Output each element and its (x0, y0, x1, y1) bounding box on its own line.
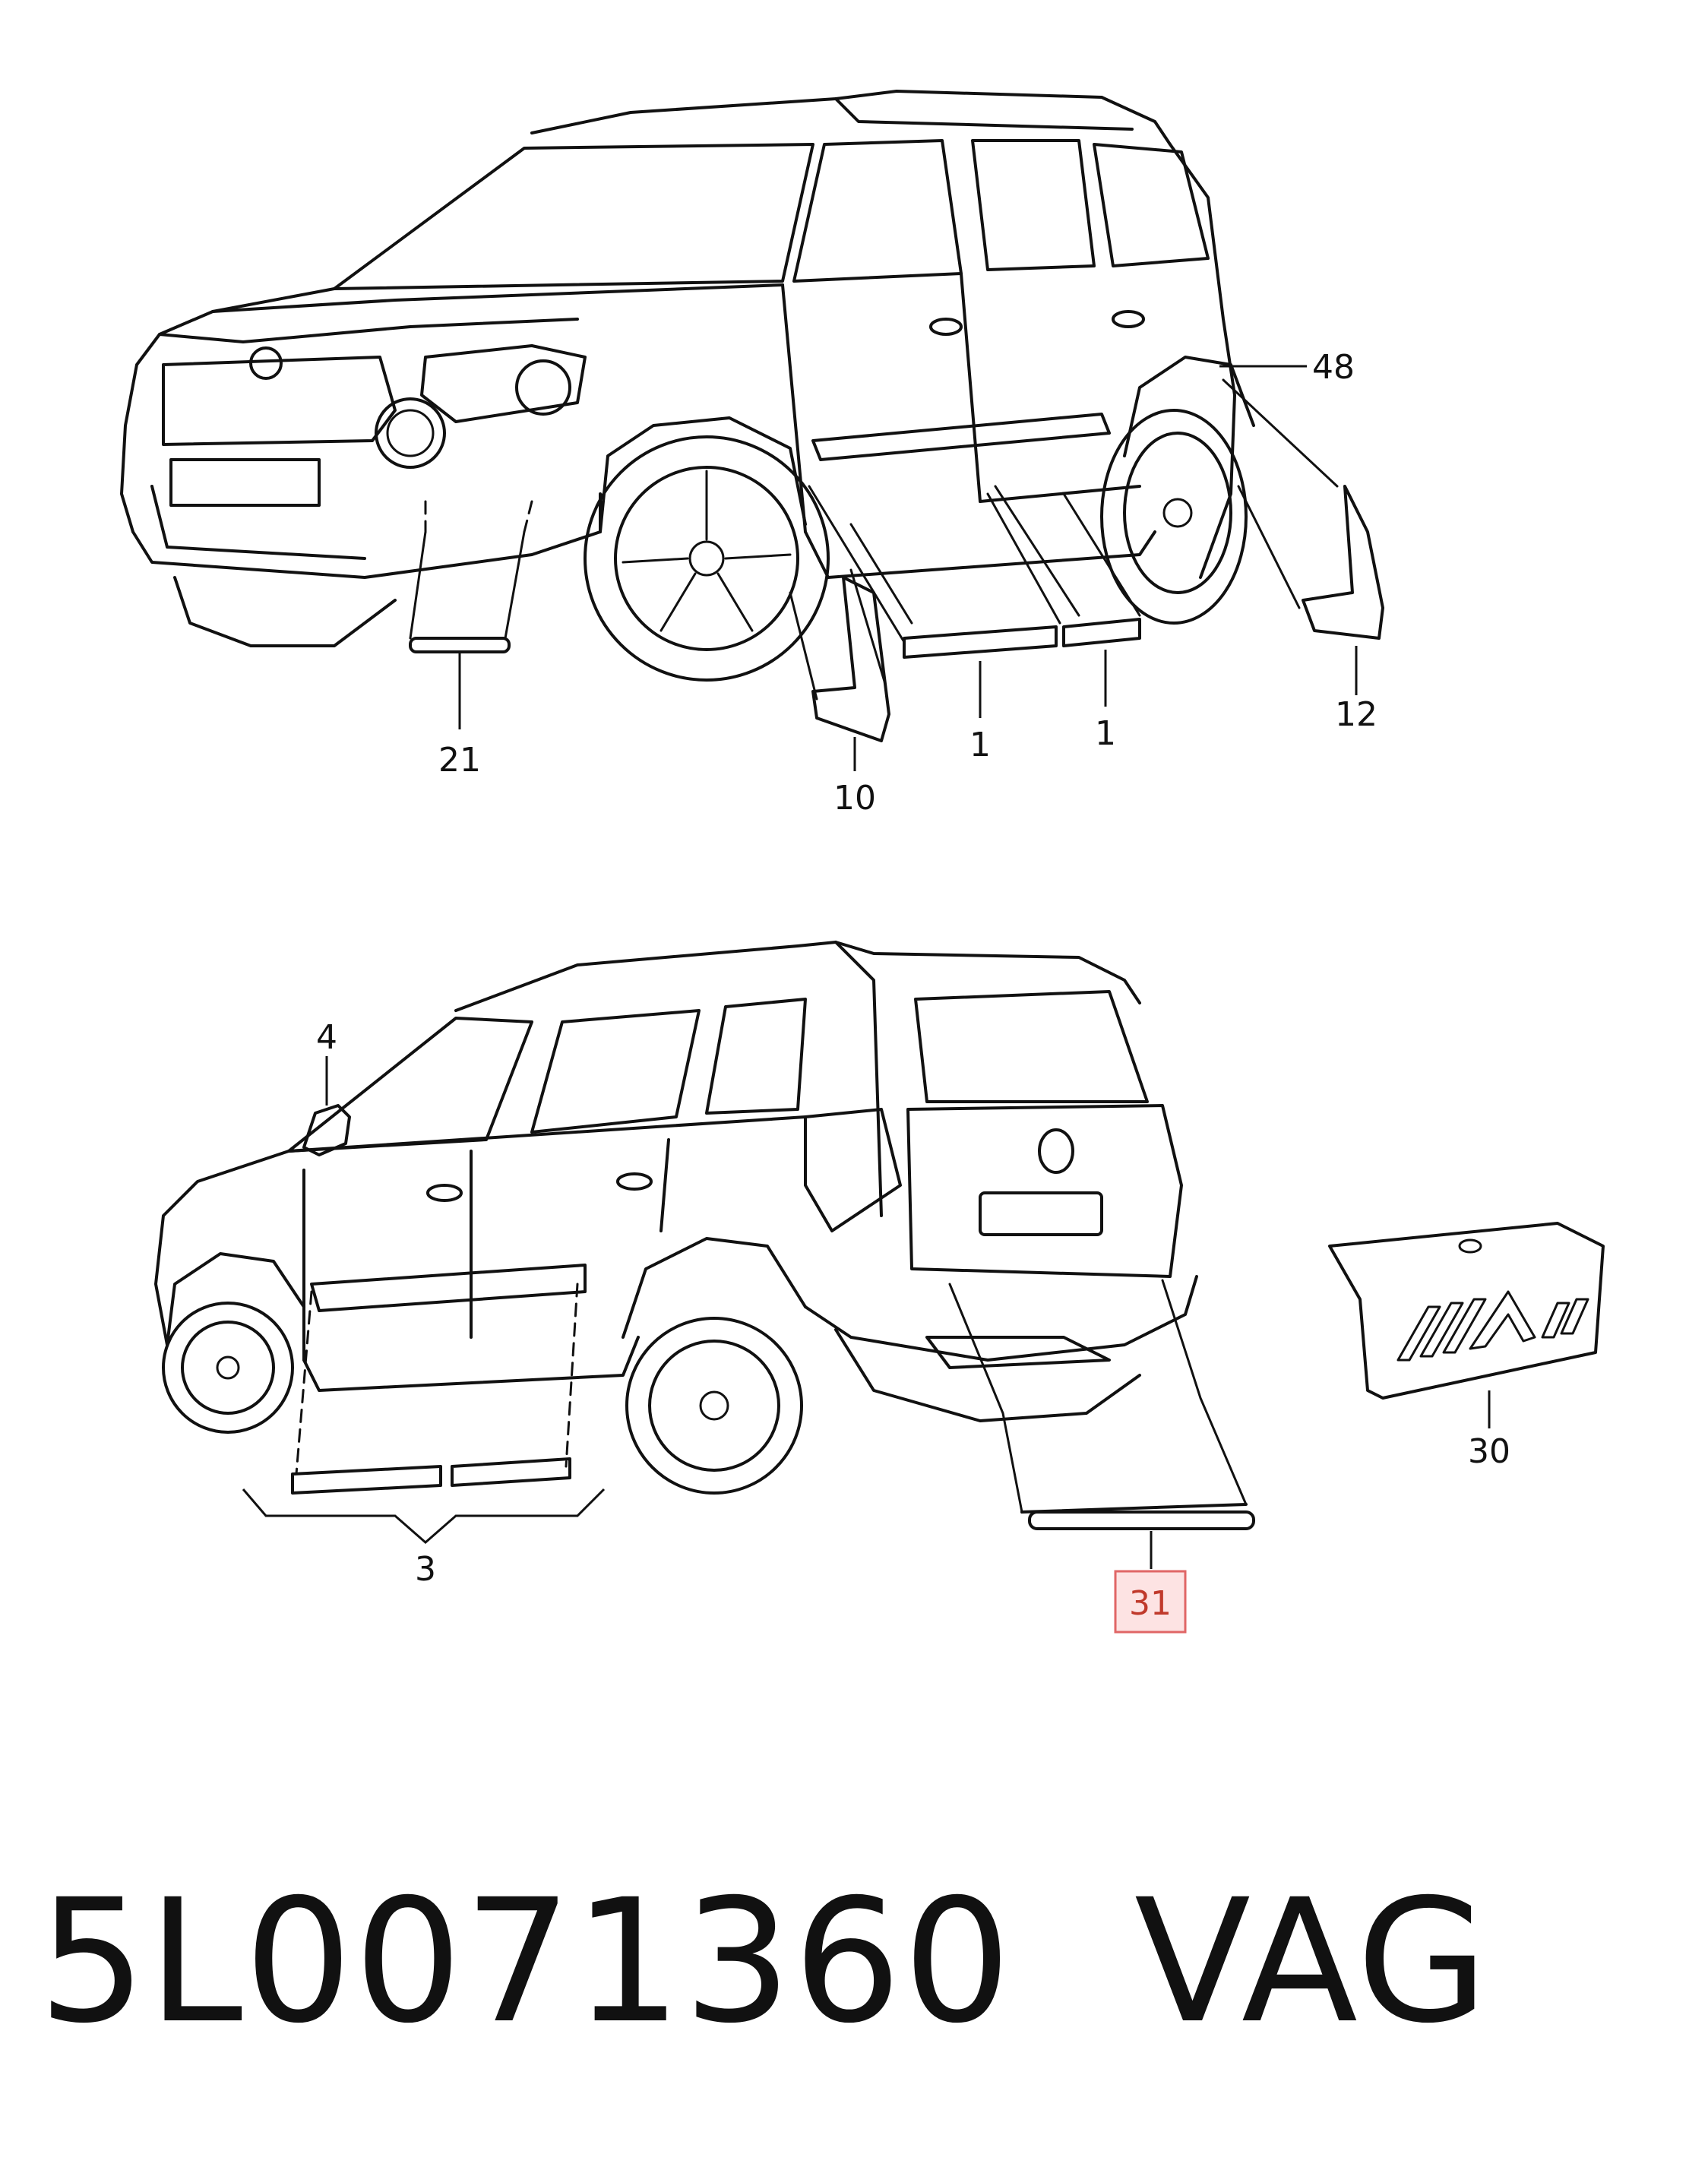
callout-1-left[interactable]: 1 (969, 726, 991, 764)
part-number: 5L0071360 (38, 1862, 1013, 2061)
callout-21[interactable]: 21 (438, 741, 481, 780)
callout-30[interactable]: 30 (1468, 1432, 1510, 1471)
callout-48[interactable]: 48 (1312, 348, 1355, 387)
callout-4[interactable]: 4 (316, 1018, 337, 1057)
car-rear-view (154, 941, 1605, 1569)
brand-name: VAG (1134, 1862, 1490, 2061)
highlight-box (1114, 1570, 1187, 1634)
callout-3[interactable]: 3 (415, 1550, 436, 1589)
callout-31-highlight[interactable]: 31 (1114, 1570, 1187, 1634)
callout-1-right[interactable]: 1 (1095, 714, 1116, 753)
callout-31[interactable]: 31 (1129, 1584, 1172, 1623)
callout-12[interactable]: 12 (1335, 695, 1377, 734)
car-front-view (120, 90, 1384, 771)
callout-10[interactable]: 10 (833, 779, 876, 818)
